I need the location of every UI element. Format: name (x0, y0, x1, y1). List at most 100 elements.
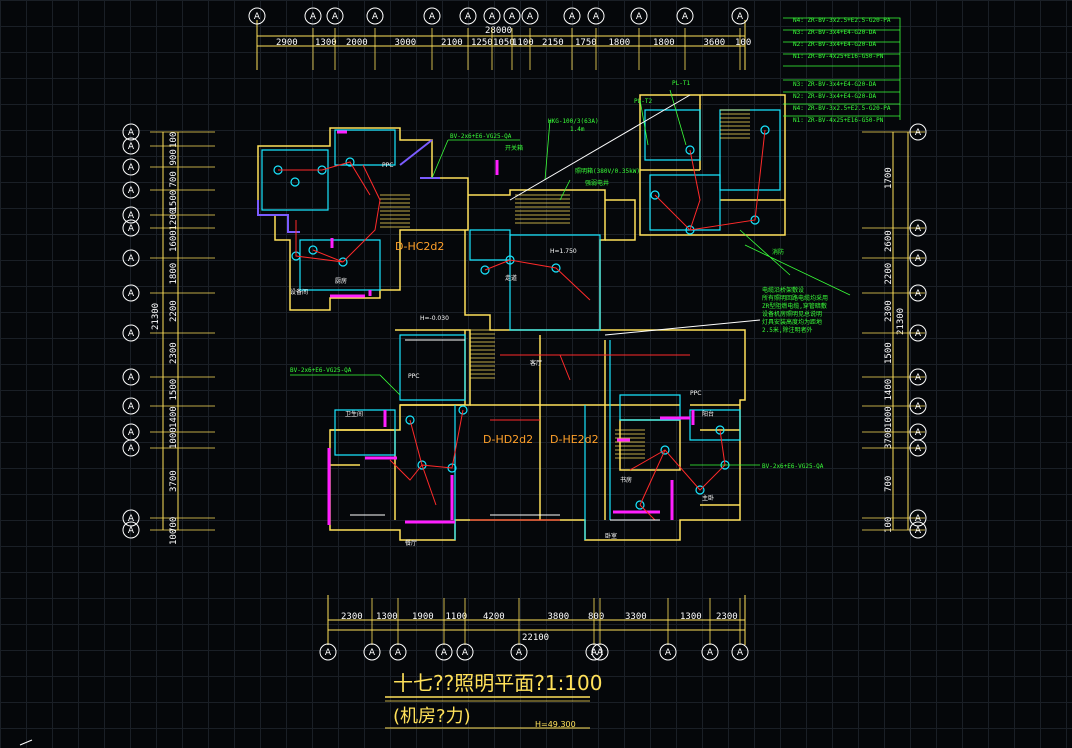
axis-circle (366, 7, 384, 25)
axis-circle (122, 158, 140, 176)
green-leaders (290, 17, 901, 466)
axis-letter: A (665, 648, 672, 658)
room-label-f: 餐厅 (405, 539, 417, 547)
top-axis-bubble: A (304, 7, 322, 25)
axis-circle (587, 7, 605, 25)
axis-letter: A (915, 373, 922, 383)
room-label-h: 阳台 (702, 410, 714, 418)
axis-letter: A (128, 329, 135, 339)
top-axis-bubble: A (676, 7, 694, 25)
axis-circle (122, 219, 140, 237)
right-axis-bubble: A (909, 521, 927, 539)
top-axis-bubble: A (459, 7, 477, 25)
dim-segment: 1800 (609, 38, 631, 48)
window-lines (350, 339, 660, 521)
dim-segment: 3000 (395, 38, 417, 48)
left-axis-bubble: A (122, 137, 140, 155)
axis-circle (591, 643, 609, 661)
detail-leader-lines (509, 94, 761, 336)
right-axis-bubble: A (909, 324, 927, 342)
axis-circle (122, 509, 140, 527)
axis-letter: A (527, 12, 534, 22)
room-label-e: 客厅 (530, 359, 542, 367)
height-label: 1.4m (570, 126, 585, 133)
axis-circle (909, 249, 927, 267)
left-axis-bubble: A (122, 521, 140, 539)
top-total-dim: 28000 (485, 26, 512, 36)
stairs (380, 109, 750, 459)
axis-letter: A (128, 402, 135, 412)
axis-letter: A (395, 648, 402, 658)
dim-segment: 2300 (716, 612, 738, 622)
axis-letter: A (128, 211, 135, 221)
dim-segment: 2300 (169, 342, 179, 364)
axis-letter: A (128, 186, 135, 196)
axis-letter: A (636, 12, 643, 22)
top-axis-bubble: A (521, 7, 539, 25)
dim-segment: 3300 (625, 612, 647, 622)
axis-circle (122, 324, 140, 342)
axis-letter: A (707, 648, 714, 658)
axis-letter: A (128, 428, 135, 438)
bottom-axis-bubble: A (363, 643, 381, 661)
axis-circle (909, 439, 927, 457)
top-axis-bubble: A (326, 7, 344, 25)
axis-letter: A (915, 444, 922, 454)
dim-segment: 2300 (341, 612, 363, 622)
dim-segment: 2200 (884, 263, 894, 285)
unit-label-e: D-HE2d2 (550, 433, 599, 446)
axis-circle (483, 7, 501, 25)
dim-segment: 1200 (169, 209, 179, 231)
dim-segment: 1900 (412, 612, 434, 622)
green-note: 照明箱(380V/0.35kW) (575, 167, 640, 175)
axis-letter: A (128, 373, 135, 383)
dim-segment: 1500 (169, 379, 179, 401)
axis-circle (909, 324, 927, 342)
axis-letter: A (915, 128, 922, 138)
dim-segment: 2100 (441, 38, 463, 48)
dim-segment: 2200 (169, 300, 179, 322)
area-label-1: 开关箱 (505, 144, 523, 152)
top-axis-bubble: A (731, 7, 749, 25)
axis-circle (676, 7, 694, 25)
dim-segment: 700 (169, 517, 179, 533)
axis-circle (585, 643, 603, 661)
axis-circle (630, 7, 648, 25)
area-label-2: 强弱电井 (585, 179, 609, 187)
green-note: 所有照明回路电缆均采用 (762, 294, 828, 302)
right-dimension-chain: 21300 1700260022002300150014001000370070… (862, 131, 925, 533)
dim-segment: 3600 (704, 38, 726, 48)
cyan-elements (261, 109, 781, 540)
drawing-title: 十七??照明平面?1:100 (393, 671, 602, 695)
left-axis-bubble: A (122, 249, 140, 267)
axis-letter: A (509, 12, 516, 22)
left-axis-bubble: A (122, 181, 140, 199)
axis-circle (122, 181, 140, 199)
cable-label-3: BV-2x6+E6-VG25-QA (762, 463, 824, 470)
right-axis-bubble: A (909, 123, 927, 141)
axis-circle (122, 249, 140, 267)
axis-circle (731, 643, 749, 661)
legend-line: N4: ZR-BV-3x2.5+E2.5-G20-PA (793, 105, 891, 112)
legend-line: N2: ZR-BV-3x4+E4-G20-DA (793, 93, 876, 100)
purple-boundary (257, 139, 440, 233)
axis-circle (319, 643, 337, 661)
bottom-axis-bubble: A (659, 643, 677, 661)
top-axis-bubble: A (366, 7, 384, 25)
axis-letter: A (915, 289, 922, 299)
green-note: ZR型阻燃电缆,穿管暗敷 (762, 302, 827, 310)
dim-segment: 100 (735, 38, 751, 48)
top-axis-bubble: A (483, 7, 501, 25)
cable-label-1: BV-2x6+E6-VG25-QA (450, 133, 512, 140)
axis-circle (389, 643, 407, 661)
top-axis-bubble: A (630, 7, 648, 25)
dim-segment: 1300 (315, 38, 337, 48)
dim-segment: 2000 (346, 38, 368, 48)
bottom-axis-bubble: A (585, 643, 603, 661)
axis-circle (459, 7, 477, 25)
axis-letter: A (332, 12, 339, 22)
axis-circle (909, 123, 927, 141)
